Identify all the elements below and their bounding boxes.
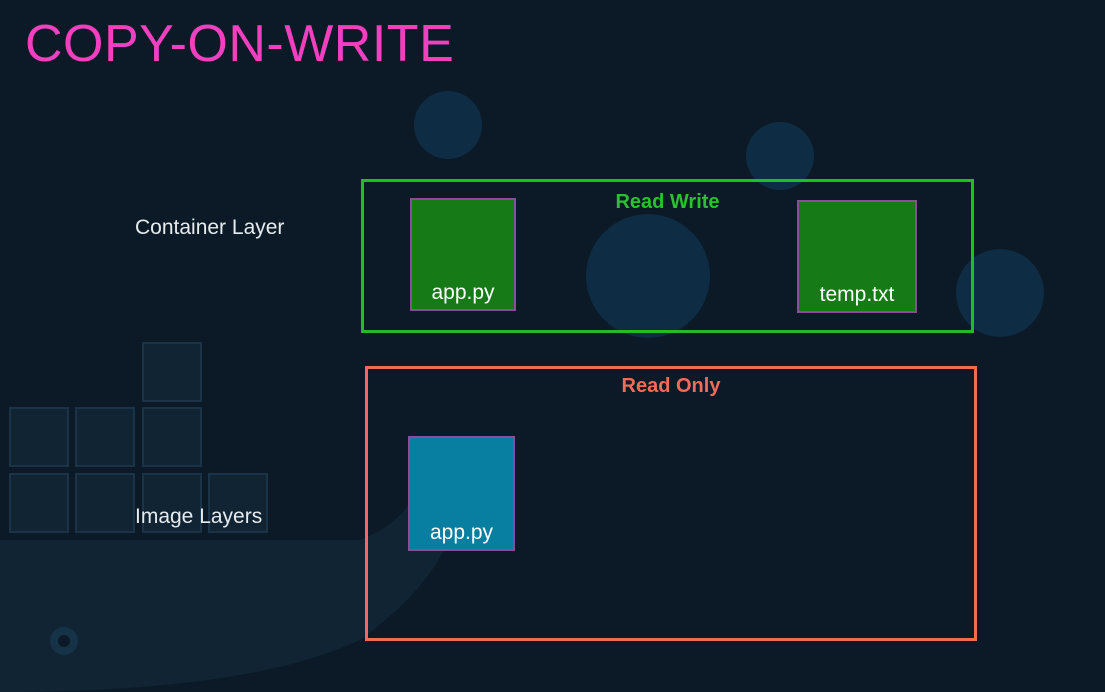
file-label: temp.txt bbox=[819, 283, 895, 306]
read-write-layer-box: Read Write app.py temp.txt bbox=[361, 179, 974, 333]
file-app-py-container: app.py bbox=[410, 198, 516, 311]
slide-title: COPY-ON-WRITE bbox=[25, 15, 455, 73]
read-only-layer-box: Read Only app.py bbox=[365, 366, 977, 641]
bg-bubble-3 bbox=[586, 214, 710, 338]
bg-bubble-1 bbox=[414, 91, 482, 159]
bg-bubble-2 bbox=[746, 122, 814, 190]
read-only-caption: Read Only bbox=[621, 375, 721, 397]
file-temp-txt: temp.txt bbox=[797, 200, 917, 313]
file-label: app.py bbox=[431, 281, 495, 304]
image-layers-label: Image Layers bbox=[135, 505, 263, 528]
read-write-caption: Read Write bbox=[615, 191, 720, 213]
file-label: app.py bbox=[429, 521, 494, 544]
file-app-py-image: app.py bbox=[408, 436, 515, 551]
bg-bubble-4 bbox=[956, 249, 1044, 337]
container-layer-label: Container Layer bbox=[135, 216, 285, 239]
